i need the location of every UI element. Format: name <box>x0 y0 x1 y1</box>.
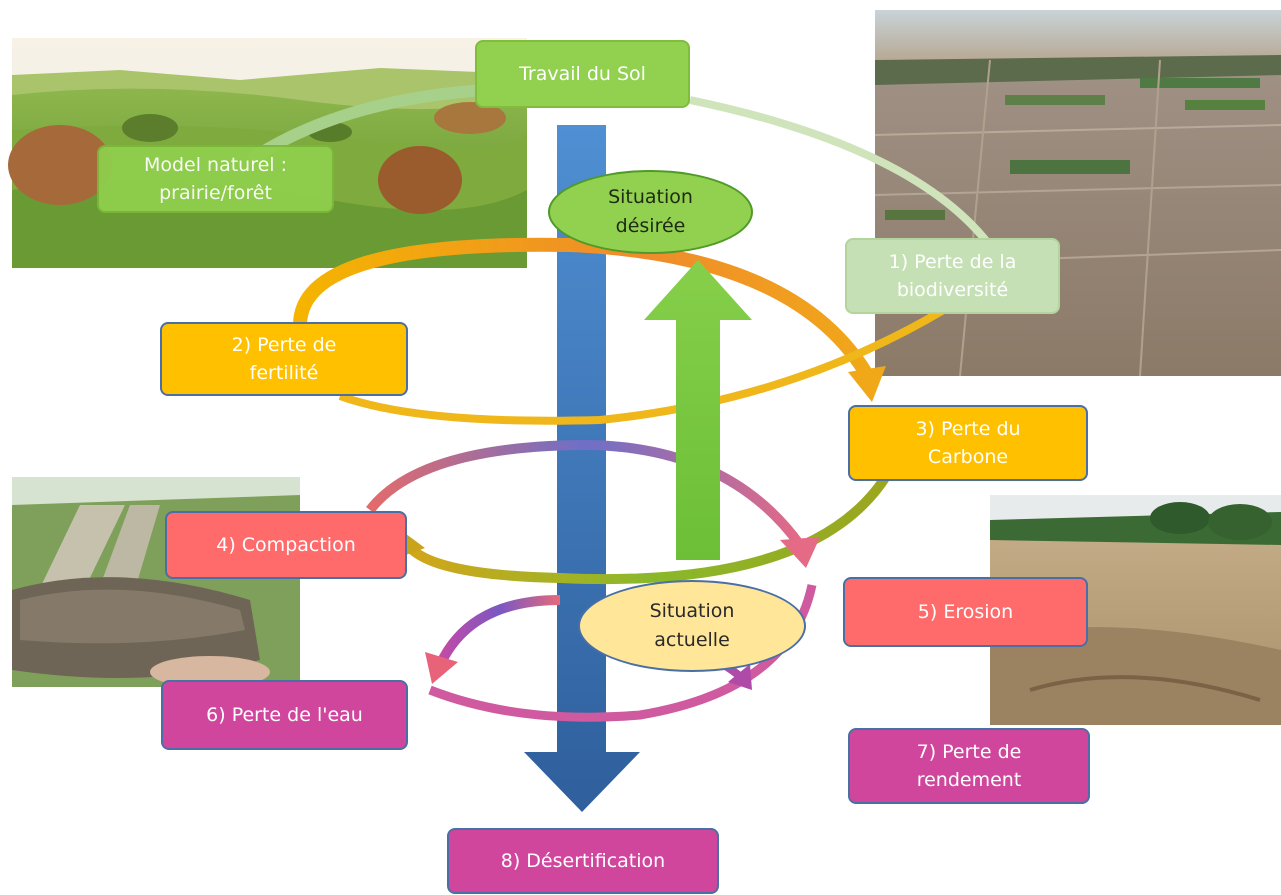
desertification-box: 8) Désertification <box>447 828 719 894</box>
model-naturel-box: Model naturel : prairie/forêt <box>97 145 334 213</box>
compaction-box: 4) Compaction <box>165 511 407 579</box>
cropland-photo <box>874 10 1281 377</box>
ring-fertilite-carbone <box>293 237 877 384</box>
ring-arrowhead-carbone <box>848 366 886 402</box>
ring-carbone-compaction <box>400 467 895 585</box>
ring-arrowhead-rendement <box>728 664 752 690</box>
ring-eau-rendement <box>435 595 561 668</box>
ascending-arrow <box>644 260 752 560</box>
travail-du-sol-box: Travail du Sol <box>475 40 690 108</box>
perte-fertilite-box: 2) Perte de fertilité <box>160 322 408 396</box>
erosion-box: 5) Erosion <box>843 577 1088 647</box>
ring-arrowhead-eau <box>425 652 458 684</box>
perte-biodiversite-box: 1) Perte de la biodiversité <box>845 238 1060 314</box>
eroded-field-photo <box>990 495 1281 725</box>
perte-rendement-box: 7) Perte de rendement <box>848 728 1090 804</box>
ring-compaction-erosion <box>366 439 805 548</box>
ring-arrowhead-erosion <box>780 537 820 568</box>
compacted-soil-photo <box>12 477 300 688</box>
perte-eau-box: 6) Perte de l'eau <box>161 680 408 750</box>
perte-carbone-box: 3) Perte du Carbone <box>848 405 1088 481</box>
situation-desiree-ellipse: Situation désirée <box>548 170 753 254</box>
descending-arrow <box>524 125 640 812</box>
curve-travail-to-biodiversite <box>689 96 1004 263</box>
situation-actuelle-ellipse: Situation actuelle <box>578 580 806 672</box>
ring-fertilite-lower <box>338 296 963 425</box>
